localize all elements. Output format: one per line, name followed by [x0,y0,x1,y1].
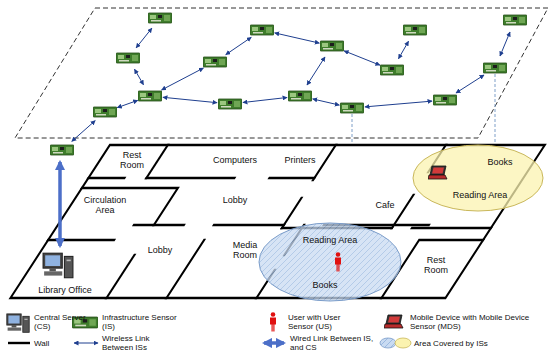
wireless-link [163,97,217,102]
coverage-shape [412,144,544,212]
room-label: Cafe [375,200,394,210]
room-label: Rest Room [421,255,451,275]
infrastructure-sensor [50,145,74,155]
infrastructure-sensor [138,91,162,101]
wireless-link [275,33,320,43]
infrastructure-sensor [483,63,507,73]
legend-text: Infrastructure Sensor (IS) [102,313,178,331]
coverage-area: Reading AreaBooks [258,222,402,302]
coverage-area: BooksReading Area [412,144,544,212]
central-server-icon [43,253,73,278]
area-label: Reading Area [303,235,358,245]
legend-area-blue [380,338,396,348]
infrastructure-sensor [203,57,227,67]
wireless-link [162,68,204,90]
area-label: Books [312,280,337,290]
wired-link [58,162,62,246]
sensor-plane [15,8,548,138]
legend-wall-line [8,342,30,344]
infrastructure-sensor [503,15,527,25]
legend-user-icon [270,312,276,331]
room-label: Lobby [223,195,248,205]
area-label: Books [487,157,512,167]
legend-device-icon [384,315,403,328]
legend-text: Wireless Link Between ISs [102,334,178,352]
infrastructure-sensor [93,107,117,117]
area-label: Reading Area [453,190,508,200]
legend-area-yellow [395,338,411,348]
infrastructure-sensor [250,25,274,35]
legend-text: User with User Sensor (US) [288,313,368,331]
room-label: Library Office [38,285,91,295]
wireless-link [72,121,96,142]
legend-wireless-line [74,343,98,344]
infrastructure-sensor [340,103,364,113]
wireless-link [500,32,510,56]
legend-wired-line [264,341,284,345]
wireless-link [344,51,380,65]
infrastructure-sensor [403,25,427,35]
wireless-link [243,97,287,102]
wireless-link [313,99,340,105]
room-label: Printers [284,155,315,165]
wireless-link [226,37,252,54]
wireless-link [456,75,484,93]
wireless-link [398,41,408,58]
legend-text: Central Server (CS) [34,313,90,331]
coverage-shape [258,222,402,302]
infrastructure-sensor [380,65,404,75]
room-label: Circulation Area [79,195,131,215]
room-label: Media Room [228,240,262,260]
wireless-link [307,57,325,85]
infrastructure-sensor [148,13,172,23]
legend-text: Area Covered by ISs [414,339,534,348]
wireless-link [365,101,432,107]
legend-text: Wall [34,339,49,348]
coverage-leader [495,74,496,146]
wireless-link [136,28,152,48]
coverage-ellipse [413,145,543,211]
wireless-link [117,100,138,107]
sensor-network [50,13,527,155]
infrastructure-sensor [288,91,312,101]
legend-server-icon [7,314,29,332]
infrastructure-sensor [433,95,457,105]
infrastructure-sensor [218,99,242,109]
room-label: Rest Room [117,150,147,170]
infrastructure-sensor [116,53,140,63]
room-label: Computers [213,155,257,165]
legend-text: Wired Link Between IS, and CS [290,334,376,352]
coverage-ellipse [259,223,401,301]
room-label: Lobby [148,245,173,255]
wireless-link [135,69,144,84]
legend-text: Mobile Device with Mobile Device Sensor … [410,313,546,331]
infrastructure-sensor [320,41,344,51]
